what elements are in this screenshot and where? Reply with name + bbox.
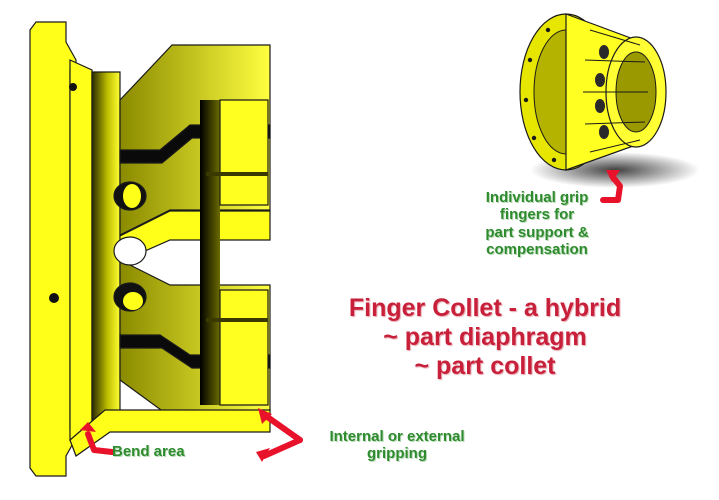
fingers-label: Individual grip fingers for part support… [485, 189, 589, 258]
collet-isometric-icon [519, 13, 700, 188]
gripping-label: Internal or external gripping [329, 428, 465, 463]
bend-area-label: Bend area [112, 443, 185, 460]
grip-callout-arrow-lower [261, 437, 303, 459]
callout-arrows [85, 173, 623, 459]
finger-callout-arrow [600, 173, 623, 203]
collet-title: Finger Collet - a hybrid ~ part diaphrag… [348, 294, 622, 380]
grip-callout-arrow-upper [263, 413, 303, 443]
bend-callout-arrow [85, 431, 115, 455]
collet-cross-section-icon [29, 21, 271, 477]
